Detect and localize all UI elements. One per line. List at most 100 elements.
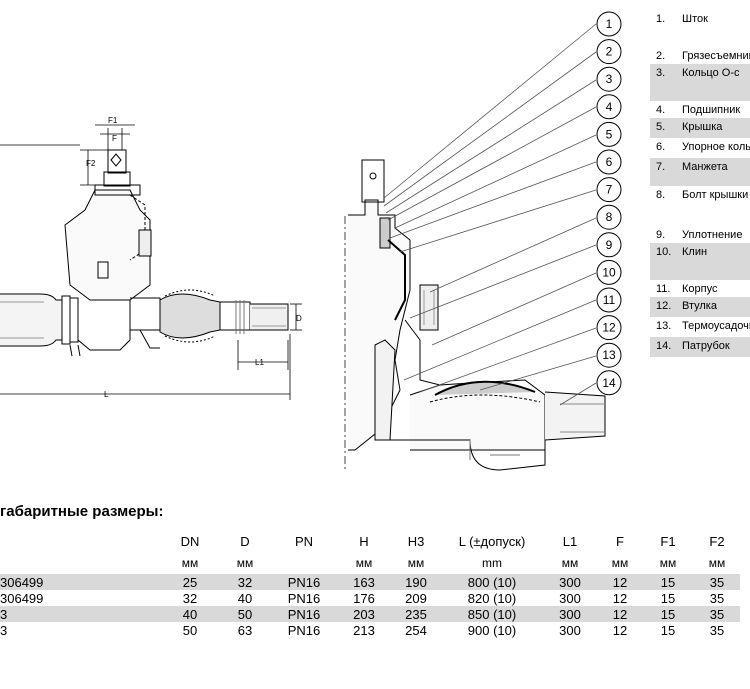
- legend-item-number: 9.: [656, 229, 666, 241]
- dim-l1-label: L1: [255, 358, 264, 367]
- table-cell: 32: [182, 590, 198, 606]
- table-cell: L (±допуск): [458, 533, 526, 549]
- table-cell: [270, 552, 338, 574]
- table-cell: 820 (10): [467, 590, 517, 606]
- callout-number: 7: [606, 183, 613, 197]
- dim-f1-label: F1: [108, 116, 118, 125]
- table-cell: 203: [338, 606, 390, 622]
- legend-item: 14. Патрубок: [650, 337, 750, 357]
- table-cell: PN16: [287, 590, 321, 606]
- table-cell: PN16: [270, 574, 338, 590]
- table-cell: 35: [694, 574, 740, 590]
- legend-item-label: Втулка: [682, 300, 717, 312]
- table-cell: 25: [160, 574, 220, 590]
- table-cell: 40: [237, 590, 253, 606]
- table-cell: DN: [180, 533, 200, 549]
- table-cell-code: 306499: [0, 590, 44, 606]
- legend-item-label: Грязесъемник: [682, 50, 750, 62]
- dim-l-label: L: [104, 390, 109, 399]
- legend-item-label: Упорное кольцо: [682, 141, 750, 153]
- table-cell: 35: [709, 622, 725, 638]
- callout-number: 11: [603, 293, 616, 307]
- callout-number: 12: [602, 321, 616, 335]
- callout-circle: [596, 66, 622, 92]
- callout-circle: [596, 204, 622, 230]
- legend-item-number: 14.: [656, 340, 672, 352]
- table-cell: 300: [542, 574, 598, 590]
- table-cell: мм: [355, 556, 373, 570]
- callout-number: 8: [606, 210, 613, 224]
- table-cell: D: [240, 533, 250, 549]
- callout-circle: [596, 11, 622, 37]
- table-cell-code: [0, 530, 160, 552]
- table-cell-code: 306499: [0, 574, 160, 590]
- table-cell: PN: [294, 533, 314, 549]
- table-cell: 63: [237, 622, 253, 638]
- table-cell: 176: [353, 590, 375, 606]
- callout-number: 6: [606, 155, 613, 169]
- legend-item-number: 4.: [656, 104, 666, 116]
- callout-circle: [596, 121, 622, 147]
- table-cell-code: [0, 552, 160, 574]
- table-cell: мм: [708, 556, 726, 570]
- table-cell: мм: [236, 556, 254, 570]
- table-cell: 50: [182, 622, 198, 638]
- table-cell: мм: [659, 556, 677, 570]
- callout-number: 9: [606, 238, 613, 252]
- legend-item: 7.Манжета: [650, 158, 750, 186]
- legend-item-label: Уплотнение: [682, 229, 743, 241]
- dim-f2-label: F2: [86, 159, 96, 168]
- table-cell: мм: [561, 556, 579, 570]
- legend-item-number: 11.: [656, 283, 671, 295]
- table-cell: 300: [542, 606, 598, 622]
- left-valve-view: [0, 149, 289, 357]
- callout-number: 1: [606, 17, 613, 31]
- table-cell: 50: [220, 606, 270, 622]
- table-cell: мм: [611, 556, 629, 570]
- callout-number: 10: [602, 265, 616, 279]
- table-cell: 15: [642, 606, 694, 622]
- table-cell: мм: [407, 556, 425, 570]
- table-cell: 163: [338, 574, 390, 590]
- table-cell: 32: [220, 574, 270, 590]
- table-cell: 190: [390, 574, 442, 590]
- table-cell: 235: [390, 606, 442, 622]
- legend-item: 10.Клин: [650, 243, 750, 280]
- legend-item-label: Патрубок: [682, 340, 730, 352]
- table-cell: 12: [598, 574, 642, 590]
- table-cell: 12: [598, 606, 642, 622]
- callout-circle: [596, 287, 622, 313]
- callout-circle: [596, 315, 622, 341]
- table-cell: 254: [405, 622, 427, 638]
- table-cell: 300: [559, 590, 581, 606]
- table-cell: 209: [405, 590, 427, 606]
- legend-item-number: 8.: [656, 189, 666, 201]
- table-cell: мм: [181, 556, 199, 570]
- legend-item: 9. Уплотнение: [650, 226, 750, 243]
- legend-item: 13.Термоусадочная: [650, 317, 750, 337]
- legend-item-label: Кольцо О-с: [682, 67, 740, 79]
- legend-item: 12. Втулка: [650, 297, 750, 317]
- callout-circle: [596, 342, 622, 368]
- table-cell-code: 3: [0, 622, 8, 638]
- legend-item-label: Крышка: [682, 121, 723, 133]
- table-cell: PN16: [287, 622, 321, 638]
- legend-item-number: 12.: [656, 300, 672, 312]
- legend-item-number: 7.: [656, 161, 666, 173]
- legend-item: 3.Кольцо О-с: [650, 64, 750, 101]
- legend-item-label: Клин: [682, 246, 708, 258]
- legend-item-number: 1.: [656, 13, 666, 25]
- legend-item-number: 5.: [656, 121, 666, 133]
- callout-circle: [596, 232, 622, 258]
- legend-item-number: 6.: [656, 141, 666, 153]
- callout-leaders: [383, 23, 597, 406]
- table-cell: L1: [562, 533, 578, 549]
- table-cell: 40: [160, 606, 220, 622]
- legend-item-label: Шток: [682, 13, 708, 25]
- table-cell: 35: [709, 590, 725, 606]
- callout-number: 4: [606, 100, 613, 114]
